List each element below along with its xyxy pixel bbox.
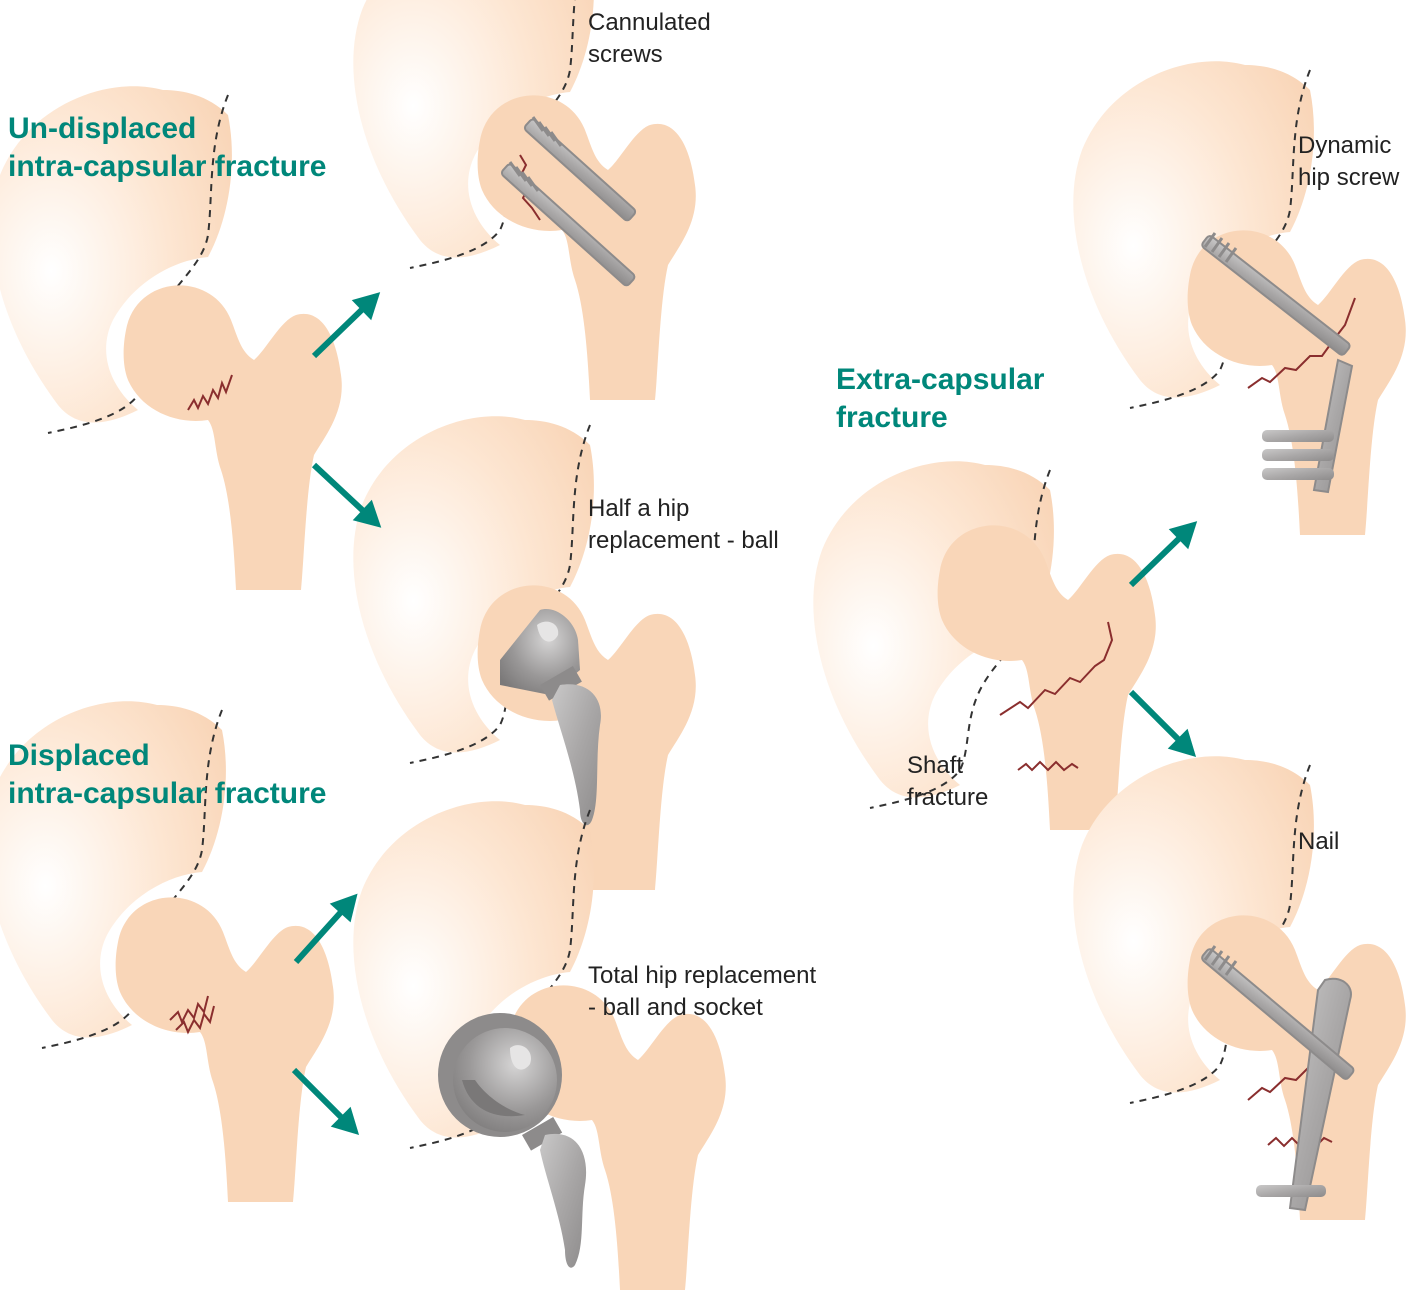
label-line: fracture (907, 782, 988, 814)
label-line: Dynamic (1298, 130, 1399, 162)
shaft-fracture-label: Shaft fracture (907, 750, 988, 814)
undisplaced-heading: Un-displaced intra-capsular fracture (8, 110, 326, 186)
heading-line: fracture (836, 399, 1044, 437)
heading-line: Displaced (8, 737, 326, 775)
heading-line: Extra-capsular (836, 361, 1044, 399)
label-line: Total hip replacement (588, 960, 816, 992)
heading-line: intra-capsular fracture (8, 148, 326, 186)
total-hip-replacement-illustration (353, 801, 725, 1290)
cannulated-screws-label: Cannulated screws (588, 7, 711, 71)
nail-label: Nail (1298, 826, 1339, 858)
label-line: screws (588, 39, 711, 71)
displaced-heading: Displaced intra-capsular fracture (8, 737, 326, 813)
dynamic-hip-screw-label: Dynamic hip screw (1298, 130, 1399, 194)
heading-line: intra-capsular fracture (8, 775, 326, 813)
extracapsular-heading: Extra-capsular fracture (836, 361, 1044, 437)
intramedullary-nail-illustration (1073, 756, 1405, 1220)
total-hip-label: Total hip replacement - ball and socket (588, 960, 816, 1024)
label-line: Half a hip (588, 493, 779, 525)
label-line: Shaft (907, 750, 988, 782)
label-line: hip screw (1298, 162, 1399, 194)
label-line: replacement - ball (588, 525, 779, 557)
label-line: Nail (1298, 826, 1339, 858)
teal-arrow-icon (1121, 511, 1207, 595)
label-line: - ball and socket (588, 992, 816, 1024)
heading-line: Un-displaced (8, 110, 326, 148)
teal-arrow-icon (1121, 682, 1206, 767)
half-hip-label: Half a hip replacement - ball (588, 493, 779, 557)
label-line: Cannulated (588, 7, 711, 39)
